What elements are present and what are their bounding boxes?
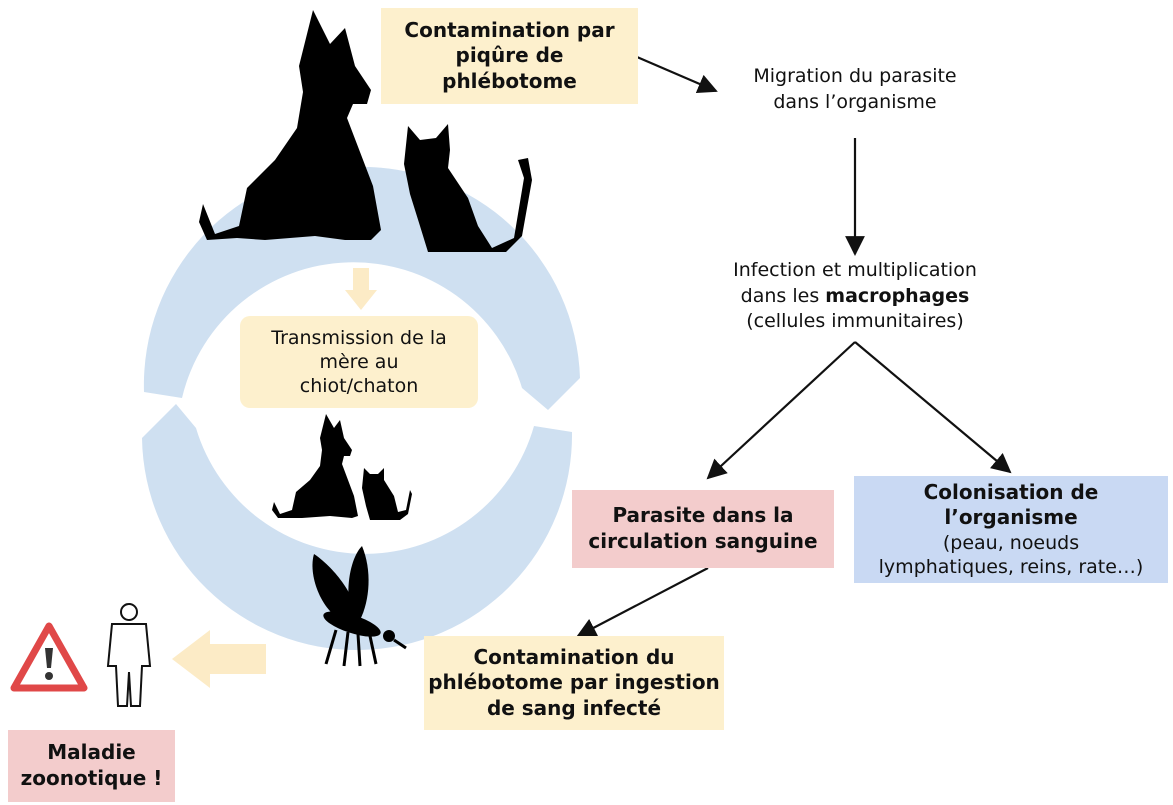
arrow-to-contamination-ingestion [576, 567, 709, 637]
contamination-ingestion-box: Contamination du phlébotome par ingestio… [424, 636, 724, 730]
colonisation-title: Colonisation de l’organisme [923, 479, 1099, 530]
contamination-ingestion-line-3: de sang infecté [486, 695, 662, 720]
contamination-piqure-line-3: phlébotome [442, 68, 577, 93]
person-icon [106, 603, 152, 707]
migration-line-2: dans l’organisme [773, 90, 937, 113]
transmission-line-2: mère au [319, 350, 399, 373]
contamination-piqure-line-2: piqûre de [455, 43, 564, 68]
colonisation-box: Colonisation de l’organisme (peau, noeud… [854, 476, 1168, 583]
dog-cat-pair-icon [272, 414, 412, 520]
down-arrow-transmission [345, 268, 377, 310]
transmission-line-1: Transmission de la [271, 326, 447, 349]
infection-line-2-prefix: dans les [740, 284, 826, 307]
transmission-box: Transmission de la mère au chiot/chaton [240, 316, 478, 408]
cat-icon [404, 124, 532, 252]
parasite-sang-box: Parasite dans la circulation sanguine [572, 490, 834, 568]
migration-text: Migration du parasite dans l’organisme [700, 64, 1010, 115]
contamination-ingestion-line-2: phlébotome par ingestion [428, 670, 720, 695]
zoonose-line-1: Maladie [47, 740, 136, 765]
arrow-to-colonisation [854, 341, 1012, 474]
ring-arc-left [142, 404, 573, 651]
parasite-sang-line-2: circulation sanguine [588, 529, 818, 553]
contamination-piqure-line-1: Contamination par [404, 17, 615, 42]
zoonose-line-2: zoonotique ! [20, 766, 163, 790]
contamination-ingestion-line-1: Contamination du [473, 644, 675, 669]
colonisation-detail-2: lymphatiques, reins, rate…) [878, 556, 1144, 579]
zoonose-box: Maladie zoonotique ! [8, 730, 175, 802]
macrophages-term: macrophages [825, 284, 970, 307]
migration-line-1: Migration du parasite [753, 65, 957, 87]
contamination-piqure-box: Contamination par piqûre de phlébotome [381, 8, 638, 104]
infection-line-3: (cellules immunitaires) [746, 310, 964, 333]
arrow-to-migration [636, 55, 718, 94]
sandfly-icon [312, 546, 407, 667]
infection-line-2: dans les macrophages [690, 284, 1020, 310]
arrow-to-parasite-sang [706, 341, 856, 480]
warning-icon [10, 622, 88, 692]
left-arrow-zoonose [172, 630, 266, 688]
infection-text: Infection et multiplication dans les mac… [690, 258, 1020, 335]
colonisation-detail-1: (peau, noeuds [942, 531, 1080, 554]
dog-icon [199, 10, 381, 240]
transmission-line-3: chiot/chaton [299, 375, 419, 398]
parasite-sang-line-1: Parasite dans la [612, 503, 794, 528]
infection-line-1: Infection et multiplication [733, 259, 977, 281]
